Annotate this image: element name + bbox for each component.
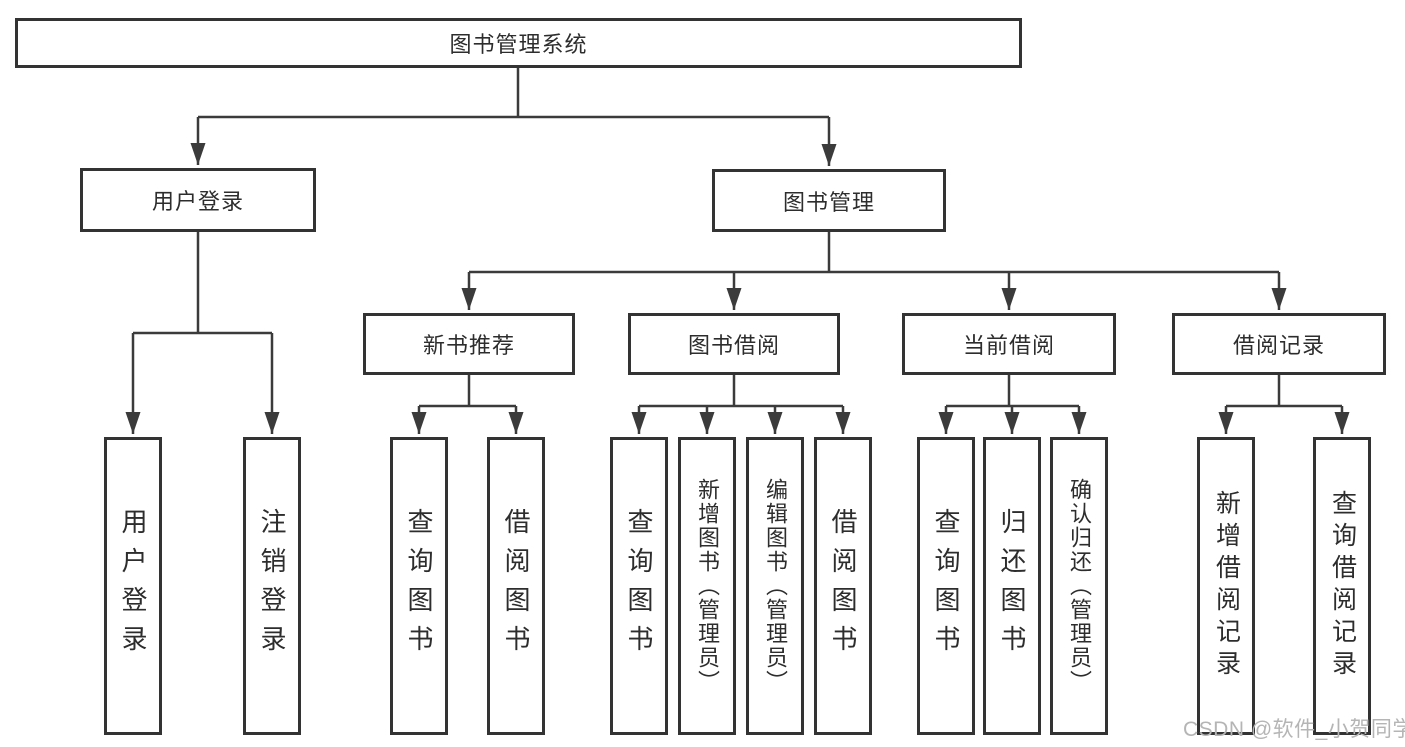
leaf-user-login-label: 用户登录 [118, 508, 148, 664]
connector-root [190, 68, 837, 166]
leaf-current-return-books: 归还图书 [983, 437, 1041, 735]
connector-book-borrowing [631, 375, 851, 434]
node-borrowing-records-label: 借阅记录 [1232, 333, 1325, 358]
leaf-borrowing-add-books-admin: 新增图书（管理员） [678, 437, 736, 735]
node-current-borrowing: 当前借阅 [902, 313, 1116, 375]
node-book-management: 图书管理 [712, 169, 946, 232]
leaf-records-add-borrow-record: 新增借阅记录 [1197, 437, 1255, 735]
leaf-current-query-books: 查询图书 [917, 437, 975, 735]
node-borrowing-records: 借阅记录 [1172, 313, 1386, 375]
leaf-records-query-borrow-record: 查询借阅记录 [1313, 437, 1371, 735]
leaf-current-return-books-label: 归还图书 [997, 508, 1027, 664]
leaf-newbook-query-books-label: 查询图书 [404, 508, 434, 664]
node-book-borrowing: 图书借阅 [628, 313, 840, 375]
connector-user-login [125, 232, 280, 434]
leaf-borrowing-edit-books-admin-label: 编辑图书（管理员） [763, 478, 788, 694]
node-book-borrowing-label: 图书借阅 [687, 333, 780, 358]
connector-current-borrowing [938, 375, 1087, 434]
leaf-current-confirm-return-admin-label: 确认归还（管理员） [1067, 478, 1092, 694]
leaf-borrowing-edit-books-admin: 编辑图书（管理员） [746, 437, 804, 735]
leaf-logout: 注销登录 [243, 437, 301, 735]
leaf-records-query-borrow-record-label: 查询借阅记录 [1328, 490, 1357, 682]
leaf-current-query-books-label: 查询图书 [931, 508, 961, 664]
node-new-book-recommend: 新书推荐 [363, 313, 575, 375]
node-new-book-recommend-label: 新书推荐 [422, 333, 515, 358]
node-user-login-label: 用户登录 [151, 189, 244, 214]
connector-book-management [461, 232, 1287, 310]
connector-borrowing-records [1218, 375, 1350, 434]
connector-new-book-recommend [411, 375, 524, 434]
leaf-newbook-borrow-books-label: 借阅图书 [501, 508, 531, 664]
leaf-newbook-borrow-books: 借阅图书 [487, 437, 545, 735]
leaf-borrowing-borrow-books: 借阅图书 [814, 437, 872, 735]
node-library-management-system-label: 图书管理系统 [449, 32, 588, 57]
node-book-management-label: 图书管理 [782, 189, 875, 215]
leaf-records-add-borrow-record-label: 新增借阅记录 [1212, 490, 1241, 682]
leaf-newbook-query-books: 查询图书 [390, 437, 448, 735]
leaf-borrowing-query-books-label: 查询图书 [624, 508, 654, 664]
node-user-login: 用户登录 [80, 168, 316, 232]
leaf-borrowing-add-books-admin-label: 新增图书（管理员） [695, 478, 720, 694]
leaf-borrowing-borrow-books-label: 借阅图书 [828, 508, 858, 664]
node-library-management-system: 图书管理系统 [15, 18, 1022, 68]
leaf-borrowing-query-books: 查询图书 [610, 437, 668, 735]
leaf-logout-label: 注销登录 [257, 508, 287, 664]
leaf-current-confirm-return-admin: 确认归还（管理员） [1050, 437, 1108, 735]
watermark: CSDN @软件_小贺同学 [1183, 718, 1405, 741]
leaf-user-login: 用户登录 [104, 437, 162, 735]
node-current-borrowing-label: 当前借阅 [962, 333, 1055, 358]
